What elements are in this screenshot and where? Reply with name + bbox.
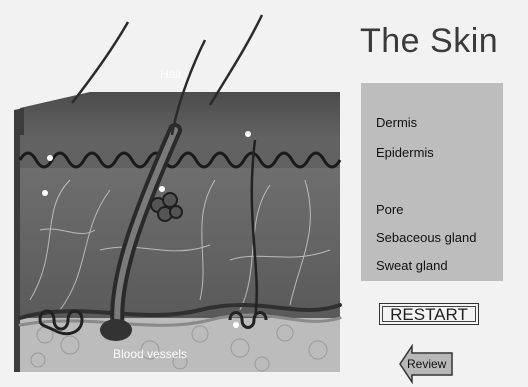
- term-sebaceous-gland[interactable]: Sebaceous gland: [376, 230, 476, 245]
- page-title: The Skin: [360, 22, 498, 61]
- review-label: Review: [407, 357, 446, 371]
- restart-button[interactable]: RESTART: [379, 303, 479, 325]
- hair-shaft-third: [72, 22, 128, 103]
- hair-bulb: [100, 319, 132, 341]
- diagram-label-blood-vessels: Blood vessels: [113, 347, 187, 361]
- term-epidermis[interactable]: Epidermis: [376, 145, 434, 160]
- term-dermis[interactable]: Dermis: [376, 115, 417, 130]
- term-sweat-gland[interactable]: Sweat gland: [376, 258, 448, 273]
- epidermis-layer: [20, 135, 340, 170]
- diagram-label-hair: Hair: [160, 67, 182, 81]
- term-pore[interactable]: Pore: [376, 202, 403, 217]
- hair-shaft-second: [210, 15, 262, 105]
- term-panel: [361, 83, 503, 281]
- skin-diagram: Hair Blood vessels: [0, 0, 355, 387]
